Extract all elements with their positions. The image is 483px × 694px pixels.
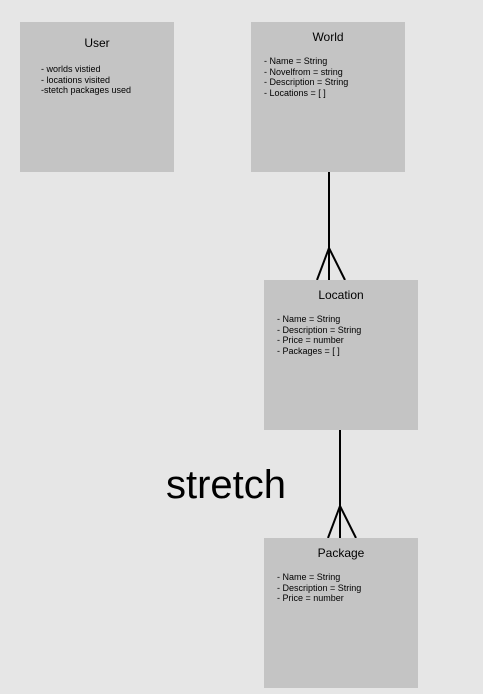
location-entity: Location - Name = String - Description =… [264, 280, 418, 430]
world-entity-fields: - Name = String - Novelfrom = string - D… [264, 56, 348, 99]
entity-field: - Name = String [277, 572, 341, 582]
package-entity-fields: - Name = String - Description = String -… [277, 572, 361, 604]
world-location-crowfoot-right [328, 247, 346, 281]
package-entity: Package - Name = String - Description = … [264, 538, 418, 688]
entity-field: - Packages = [ ] [277, 346, 340, 357]
entity-field: - Description = String [277, 582, 362, 593]
user-entity-title: User [84, 36, 110, 50]
location-package-crowfoot-right [339, 505, 357, 539]
entity-field: - Name = String [264, 56, 328, 66]
entity-field: - Description = String [277, 324, 362, 335]
user-entity: User - worlds vistied - locations visite… [20, 22, 174, 172]
entity-field: -stetch packages used [41, 85, 132, 96]
package-entity-title: Package [317, 546, 365, 560]
entity-field: - Novelfrom = string [264, 66, 343, 77]
world-entity-title: World [312, 30, 344, 44]
user-entity-fields: - worlds vistied - locations visited -st… [41, 64, 131, 96]
world-entity: World - Name = String - Novelfrom = stri… [251, 22, 405, 172]
entity-field: - Description = String [264, 77, 349, 88]
location-entity-fields: - Name = String - Description = String -… [277, 314, 361, 357]
location-entity-title: Location [318, 288, 364, 302]
entity-field: - Name = String [277, 314, 341, 324]
world-location-connector [316, 172, 346, 281]
entity-field: - Price = number [277, 593, 344, 604]
location-package-crowfoot-left [327, 505, 341, 539]
world-location-crowfoot-left [316, 247, 330, 281]
entity-field: - worlds vistied [41, 64, 101, 74]
location-package-connector [327, 430, 357, 539]
entity-field: - locations visited [41, 74, 111, 85]
entity-field: - Locations = [ ] [264, 88, 326, 99]
entity-field: - Price = number [277, 335, 344, 346]
stretch-annotation: stretch [166, 463, 287, 507]
